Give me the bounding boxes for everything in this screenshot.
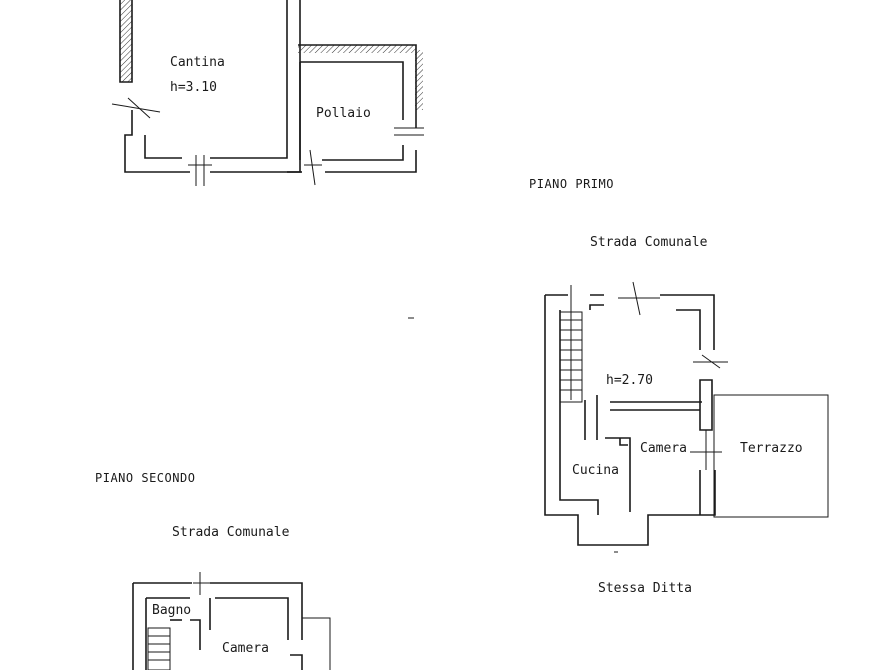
cucina-label: Cucina	[572, 463, 619, 478]
first-floor-plan	[408, 281, 829, 553]
terrace-outline	[713, 394, 829, 518]
stessa-ditta-label: Stessa Ditta	[598, 581, 692, 596]
second-floor-staircase	[147, 627, 171, 670]
staircase	[559, 285, 583, 403]
first-floor-street-label: Strada Comunale	[590, 235, 708, 250]
second-floor-title: PIANO SECONDO	[95, 471, 195, 485]
bagno-label: Bagno	[152, 603, 191, 618]
terrazzo-label: Terrazzo	[740, 441, 803, 456]
second-floor-street-label: Strada Comunale	[172, 525, 290, 540]
cantina-height-label: h=3.10	[170, 80, 217, 95]
pollaio-label: Pollaio	[316, 106, 371, 121]
second-floor-camera-label: Camera	[222, 641, 269, 656]
second-floor-plan	[132, 572, 331, 670]
cantina-label: Cantina	[170, 55, 225, 70]
first-floor-title: PIANO PRIMO	[529, 177, 614, 191]
first-floor-height-label: h=2.70	[606, 373, 653, 388]
pollaio-room	[287, 44, 424, 186]
ground-floor-plan	[111, 0, 424, 186]
first-floor-camera-label: Camera	[640, 441, 687, 456]
